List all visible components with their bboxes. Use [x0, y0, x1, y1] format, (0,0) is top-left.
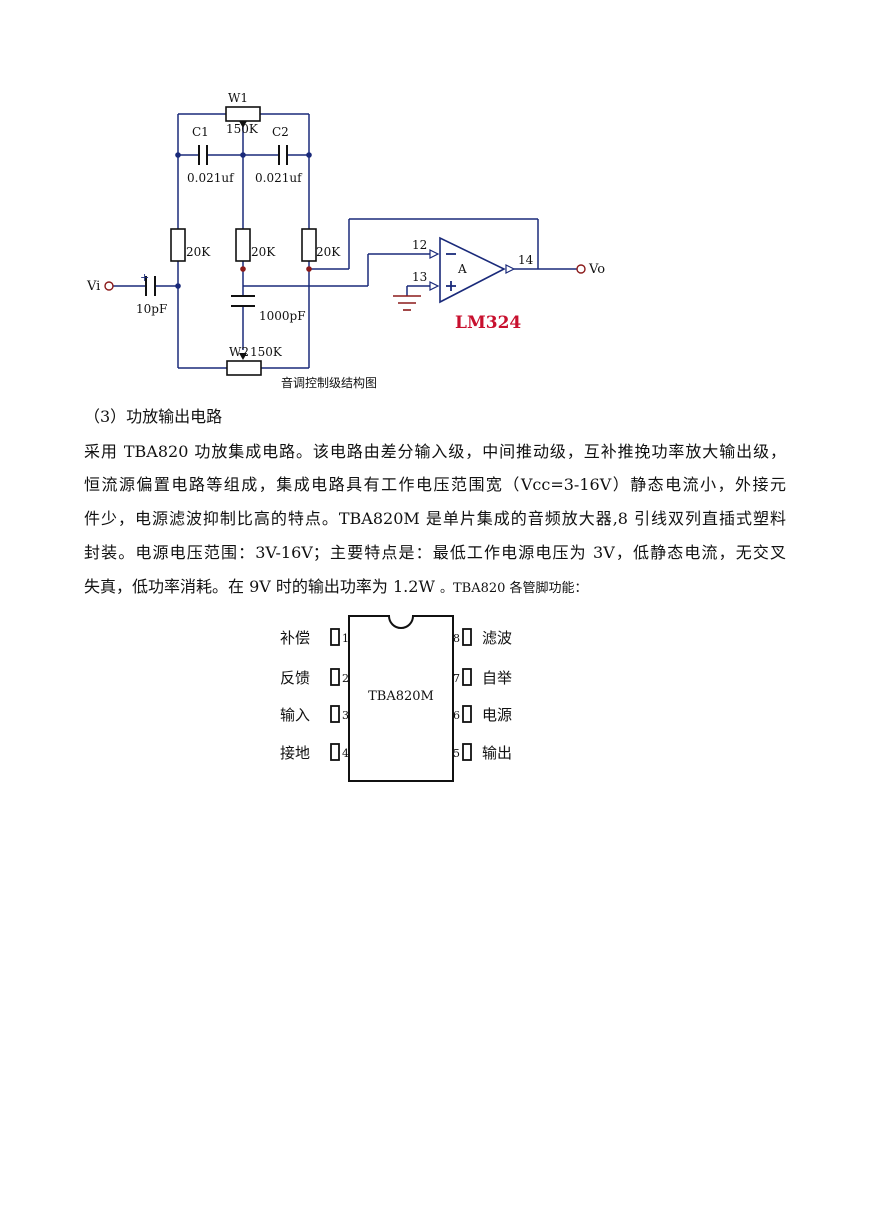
- vo-label: Vo: [588, 262, 605, 277]
- pin-number: 5: [453, 747, 460, 760]
- svg-text:+: +: [140, 271, 149, 284]
- ic-pin-tab: [330, 743, 340, 761]
- pin-number: 1: [342, 632, 349, 645]
- paragraph-line: 封装。电源电压范围：3V-16V；主要特点是：最低工作电源电压为 3V，低静态电…: [84, 543, 786, 562]
- resistor-r3: [301, 228, 317, 262]
- pin-13-label: 13: [412, 270, 427, 284]
- vo-terminal: [576, 264, 586, 274]
- tba820m-pinout-diagram: TBA820M 1 2 3 4 8 7 6 5 补偿 反馈 输入 接地 滤波 自…: [280, 615, 512, 782]
- pin-label: 补偿: [280, 629, 310, 647]
- c2-label: C2: [272, 125, 289, 139]
- w1-label: W1: [228, 91, 248, 105]
- input-cap-value: 10pF: [136, 302, 167, 316]
- paragraph-line: 失真，低功率消耗。在 9V 时的输出功率为 1.2W: [84, 577, 440, 596]
- pin-label: 输入: [280, 706, 310, 724]
- resistor-r1: [170, 228, 186, 262]
- paragraph-last-line: 失真，低功率消耗。在 9V 时的输出功率为 1.2W 。TBA820 各管脚功能…: [84, 572, 786, 604]
- section-heading: （3）功放输出电路: [84, 407, 223, 426]
- w1-value: 150K: [226, 122, 259, 136]
- w2-label: W2: [229, 345, 249, 359]
- ic-pin-tab: [462, 628, 472, 646]
- wiper-arrow: [239, 121, 247, 128]
- pin-label: 反馈: [280, 669, 310, 687]
- ic-pin-tab: [330, 705, 340, 723]
- ic-pin-tab: [330, 628, 340, 646]
- resistor-r2: [235, 228, 251, 262]
- resistor-w2: [226, 360, 262, 376]
- tone-control-circuit-diagram: + W1 150K C1 C2 0.021uf 0.021uf 20K 20K …: [86, 91, 605, 390]
- ic-name: TBA820M: [368, 689, 434, 704]
- r2-value: 20K: [251, 245, 276, 259]
- circuit-caption: 音调控制级结构图: [281, 375, 377, 390]
- ic-pin-tab: [330, 668, 340, 686]
- pin-label: 输出: [482, 744, 512, 762]
- resistor-w1: [225, 106, 261, 122]
- pin-14-label: 14: [518, 253, 534, 267]
- paragraph-tail: 。TBA820 各管脚功能：: [439, 581, 588, 596]
- amp-label: A: [457, 262, 467, 276]
- pin-number: 3: [342, 709, 349, 722]
- pin-number: 4: [342, 747, 349, 760]
- pin-label: 接地: [280, 744, 310, 762]
- vi-label: Vi: [86, 279, 100, 294]
- ic-pin-tab: [462, 705, 472, 723]
- pin-label: 电源: [482, 706, 512, 724]
- vi-terminal: [104, 281, 114, 291]
- paragraph-line: 件少，电源滤波抑制比高的特点。TBA820M 是单片集成的音频放大器,8 引线双…: [84, 509, 786, 528]
- c1-label: C1: [192, 125, 209, 139]
- paragraph-line: 恒流源偏置电路等组成，集成电路具有工作电压范围宽（Vcc=3-16V）静态电流小…: [84, 475, 786, 494]
- op-amp-symbol: [439, 236, 506, 304]
- pin-number: 7: [453, 672, 460, 685]
- c1-value: 0.021uf: [187, 171, 235, 185]
- ic-pin-tab: [462, 668, 472, 686]
- r1-value: 20K: [186, 245, 211, 259]
- pin-number: 2: [342, 672, 349, 685]
- pin-number: 6: [453, 709, 460, 722]
- pin-label: 滤波: [482, 629, 512, 647]
- pin-number: 8: [453, 632, 460, 645]
- c2-value: 0.021uf: [255, 171, 303, 185]
- mid-cap-value: 1000pF: [259, 309, 306, 323]
- ic-pin-tab: [462, 743, 472, 761]
- ic-package-body: [348, 615, 454, 782]
- chip-label: LM324: [455, 313, 521, 333]
- pin-label: 自举: [482, 669, 512, 687]
- r3-value: 20K: [316, 245, 341, 259]
- ground-icon: [393, 295, 421, 311]
- w2-value: 150K: [250, 345, 283, 359]
- paragraph-line: 采用 TBA820 功放集成电路。该电路由差分输入级，中间推动级，互补推挽功率放…: [84, 442, 786, 461]
- wiper-arrow: [239, 353, 247, 360]
- pin-12-label: 12: [412, 238, 427, 252]
